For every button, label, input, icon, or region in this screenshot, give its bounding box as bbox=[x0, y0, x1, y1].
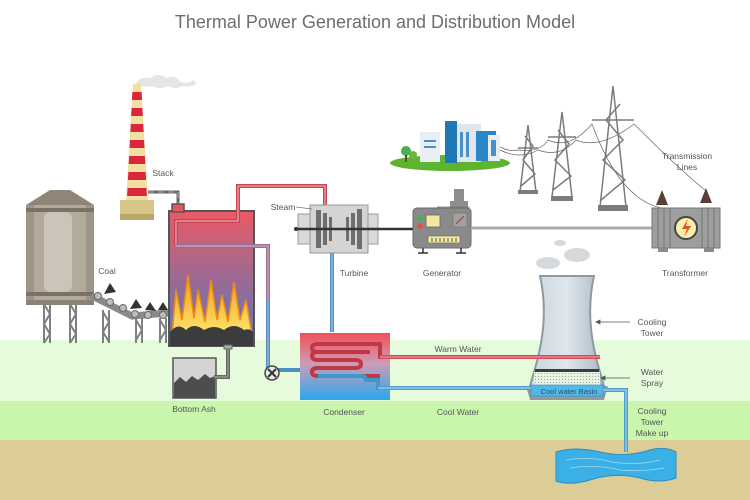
cooling-tower-vapor bbox=[536, 240, 590, 269]
label-turbine: Turbine bbox=[339, 268, 369, 278]
label-warm-water: Warm Water bbox=[434, 344, 482, 354]
transmission-wires bbox=[499, 123, 706, 209]
water-reservoir bbox=[555, 447, 677, 484]
label-transformer: Transformer bbox=[662, 268, 708, 278]
label-cooling-tower-make-up: Cooling Tower Make up bbox=[635, 406, 669, 438]
label-coal: Coal bbox=[98, 266, 116, 276]
generator bbox=[412, 189, 472, 254]
label-steam: Steam bbox=[270, 202, 296, 212]
flame-icon bbox=[171, 274, 253, 336]
transformer bbox=[651, 188, 721, 252]
coal-silo bbox=[26, 190, 94, 344]
city-buildings bbox=[390, 121, 510, 171]
turbine bbox=[294, 204, 415, 254]
transmission-towers bbox=[518, 85, 634, 208]
label-condenser: Condenser bbox=[323, 407, 365, 417]
condenser bbox=[300, 333, 600, 400]
boiler-furnace bbox=[168, 203, 255, 350]
label-stack: Stack bbox=[152, 168, 174, 178]
label-transmission-lines: Transmission Lines bbox=[661, 151, 713, 172]
diagram-title: Thermal Power Generation and Distributio… bbox=[174, 12, 576, 32]
label-water-spray: Water Spray bbox=[640, 367, 664, 388]
label-bottom-ash: Bottom Ash bbox=[172, 404, 216, 414]
label-cooling-tower: Cooling Tower bbox=[637, 317, 667, 338]
bottom-ash-bin bbox=[172, 349, 230, 399]
label-generator: Generator bbox=[422, 268, 462, 278]
label-cool-water-basin: Cool water Basin bbox=[540, 387, 598, 396]
cooling-tower bbox=[526, 275, 608, 400]
stack bbox=[120, 84, 154, 220]
feed-pump bbox=[264, 365, 300, 381]
smoke-icon bbox=[136, 75, 196, 88]
label-cool-water: Cool Water bbox=[436, 407, 480, 417]
